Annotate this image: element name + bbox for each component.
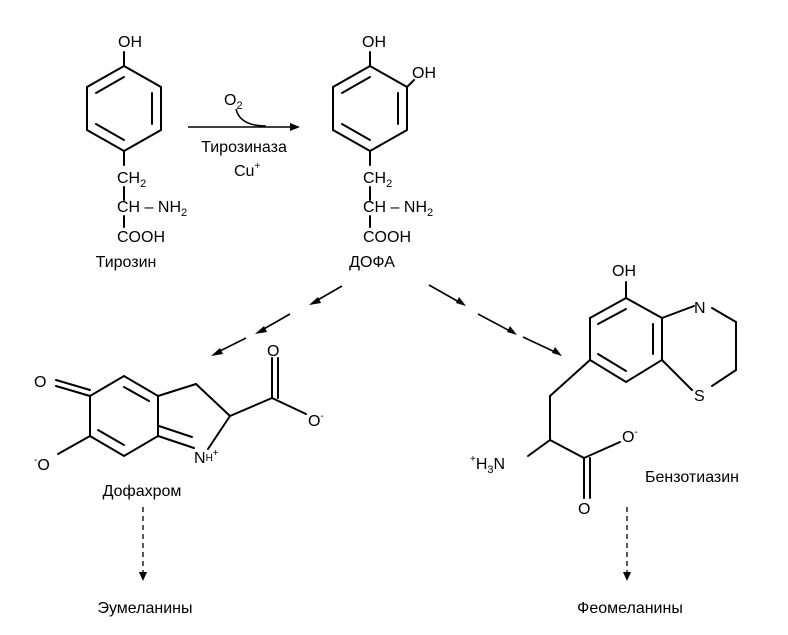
pheomelanins-label: Феомеланины xyxy=(577,600,683,617)
benzothiazine-nitrogen: N xyxy=(694,300,706,317)
tyrosine-ring xyxy=(86,64,162,153)
reaction-arrow-head xyxy=(290,123,300,131)
tyrosine-ch-nh2: CH – NH2 xyxy=(117,199,187,219)
tyrosine-cooh: COOH xyxy=(117,229,165,246)
pheomelanin-dashed-arrow xyxy=(623,507,631,581)
benzothiazine-ammonium: +H3N xyxy=(470,454,505,476)
eumelanins-label: Эумеланины xyxy=(97,600,192,617)
tyrosine-hydroxyl: OH xyxy=(118,34,142,51)
dopa-ch2: CH2 xyxy=(363,170,392,190)
branch-arrows-left xyxy=(211,285,343,356)
eumelanin-dashed-arrow xyxy=(139,507,147,581)
tyrosine-ch2: CH2 xyxy=(117,170,146,190)
tyrosine-structure: OH CH2 CH – NH2 COOH Тирозин xyxy=(86,34,187,271)
dopachrome-oxide: -O xyxy=(34,455,50,474)
dopachrome-nitrogen: NH+ xyxy=(194,448,219,467)
tyrosinase-reaction-arrow: O2 Тирозиназа Cu+ xyxy=(188,92,300,180)
dopachrome-structure: O -O NH+ O O- Дофахром xyxy=(34,343,324,500)
dopa-structure: OH OH CH2 CH – NH2 COOH ДОФА xyxy=(332,34,436,271)
benzothiazine-carbonyl-o: O xyxy=(578,501,590,518)
dopa-hydroxyl-1: OH xyxy=(362,34,386,51)
benzothiazine-carboxylate-o: O- xyxy=(622,427,638,446)
benzothiazine-hydroxyl: OH xyxy=(612,263,636,280)
dopa-cooh: COOH xyxy=(363,229,411,246)
dopachrome-carboxylate-o: O- xyxy=(308,411,324,430)
dopa-ch-nh2: CH – NH2 xyxy=(363,199,433,219)
benzothiazine-sulfur: S xyxy=(694,388,705,405)
dopachrome-label: Дофахром xyxy=(103,483,182,500)
dopachrome-oxo: O xyxy=(34,374,46,391)
oxygen-curve xyxy=(235,108,267,127)
dopa-ring xyxy=(332,64,408,153)
branch-arrows-right xyxy=(428,284,562,356)
dopa-hydroxyl-2: OH xyxy=(412,65,436,82)
tyrosine-label: Тирозин xyxy=(96,254,157,271)
benzothiazine-label: Бензотиазин xyxy=(645,469,739,486)
benzothiazine-structure: OH N S +H3N O- O Бензотиазин xyxy=(470,263,739,518)
benzothiazine-benzene-ring xyxy=(589,296,663,384)
dopachrome-carbonyl-o: O xyxy=(267,343,279,360)
cofactor-label: Cu+ xyxy=(234,161,260,180)
enzyme-label: Тирозиназа xyxy=(201,139,287,156)
dopa-label: ДОФА xyxy=(349,254,395,271)
oxygen-label: O2 xyxy=(224,92,243,112)
